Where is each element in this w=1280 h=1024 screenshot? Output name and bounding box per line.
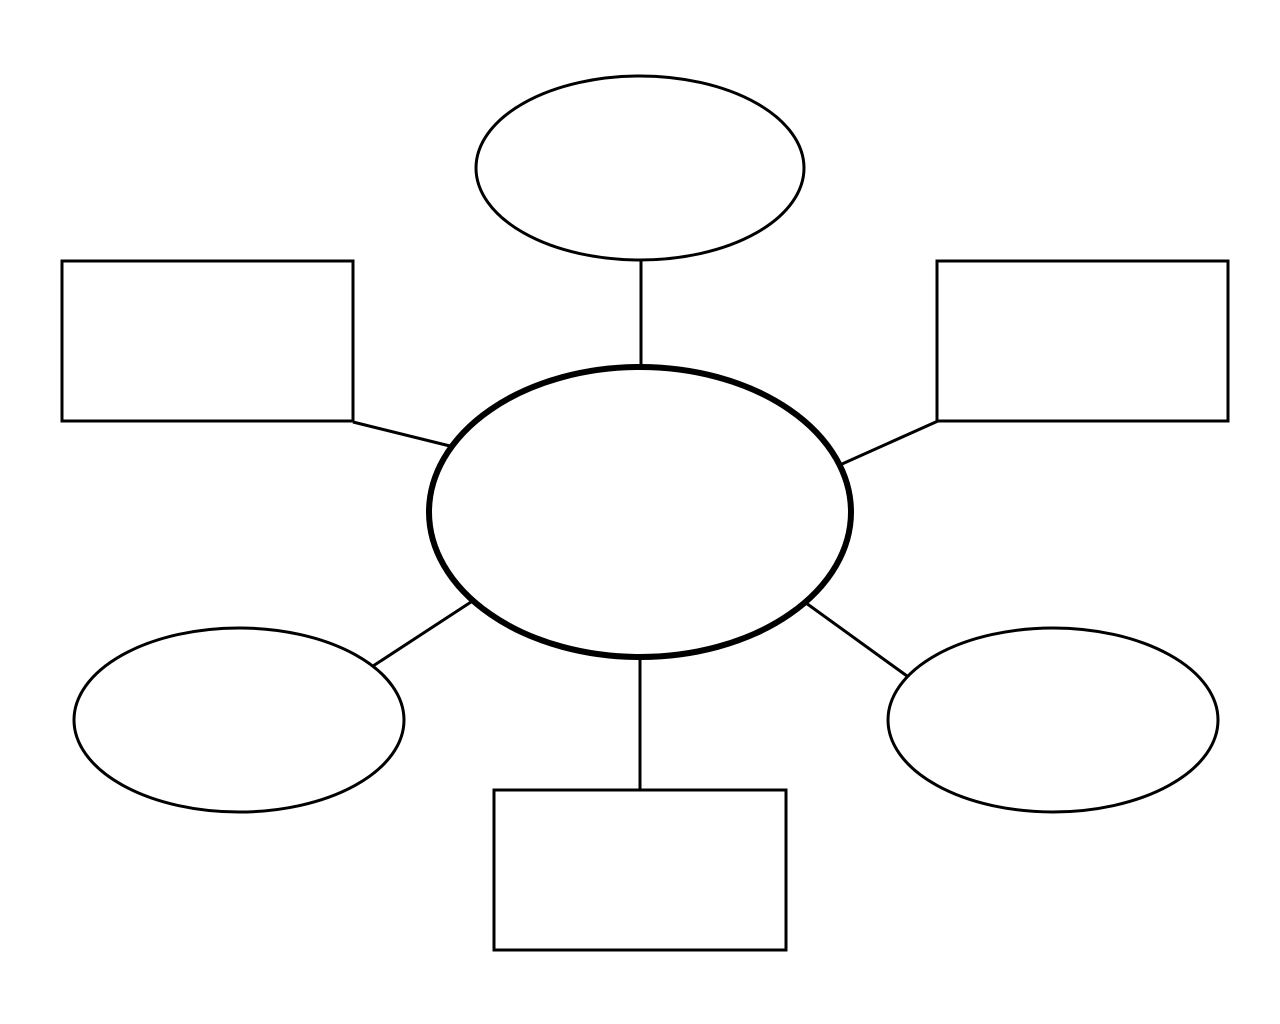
connector-right (841, 419, 939, 466)
node-bottom-rectangle (492, 788, 788, 952)
node-bottom-left-ellipse (72, 626, 406, 814)
node-bottom-right-ellipse (886, 626, 1220, 814)
node-right-rectangle (935, 259, 1230, 423)
connector-bottom-right (805, 601, 908, 678)
connector-bottom-left (372, 600, 472, 668)
node-center-ellipse (426, 364, 854, 660)
node-top-ellipse (474, 74, 806, 262)
connector-left (352, 420, 451, 448)
node-left-rectangle (60, 259, 355, 423)
